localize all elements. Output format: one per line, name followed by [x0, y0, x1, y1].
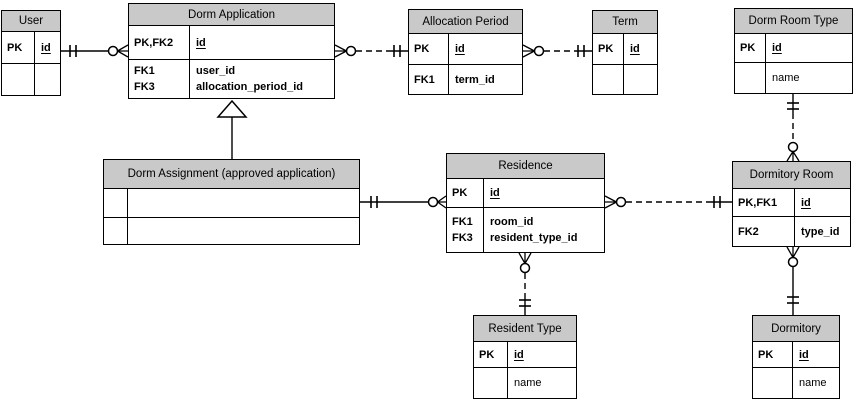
table-row [104, 189, 359, 218]
field-key: FK1 FK3 [129, 60, 190, 98]
field-key: FK1 [409, 65, 449, 94]
field-name: id [490, 187, 500, 199]
relationship-user-dorm-application [61, 44, 129, 58]
entity-title: Resident Type [474, 316, 576, 342]
table-row [2, 64, 60, 95]
table-row: PK id [474, 342, 576, 368]
relationship-subtype-dorm-assignment-dorm-application [216, 99, 248, 159]
entity-title: Residence [447, 154, 604, 179]
field-key: PK [409, 34, 449, 64]
field-name: name [772, 72, 800, 84]
table-row [104, 218, 359, 244]
table-row: FK1 FK3 room_id resident_type_id [447, 208, 604, 252]
field-key: PK [474, 342, 508, 367]
field-name: type_id [801, 225, 840, 238]
entity-title: Allocation Period [409, 10, 522, 34]
relationship-allocation-period-term [522, 44, 592, 58]
field-name: id [41, 41, 51, 54]
relationship-residence-resident-type [518, 252, 532, 315]
field-name: room_id resident_type_id [490, 216, 578, 244]
relationship-dorm-room-type-dormitory-room [786, 94, 800, 162]
table-row: PK id [2, 32, 60, 64]
entity-title: Dormitory Room [733, 162, 850, 189]
table-row: PK id [593, 34, 657, 65]
table-row: name [735, 63, 852, 93]
field-name [128, 218, 359, 244]
field-key: FK2 [733, 217, 795, 246]
entity-dorm-assignment[interactable]: Dorm Assignment (approved application) [103, 159, 360, 245]
field-name: id [455, 43, 465, 55]
table-row: PK id [447, 179, 604, 208]
entity-resident-type[interactable]: Resident Type PK id name [473, 315, 577, 399]
field-name: term_id [455, 73, 495, 86]
field-name [624, 65, 657, 94]
table-row: FK1 term_id [409, 65, 522, 94]
field-key: PK [2, 32, 35, 63]
field-key [2, 64, 35, 95]
table-row: PK,FK1 id [733, 189, 850, 217]
entity-title: Term [593, 11, 657, 34]
field-name: user_id allocation_period_id [196, 65, 303, 93]
entity-dormitory[interactable]: Dormitory PK id name [752, 315, 840, 399]
field-name: id [630, 43, 640, 55]
table-row [593, 65, 657, 94]
field-name: id [799, 348, 809, 361]
entity-dorm-application[interactable]: Dorm Application PK,FK2 id FK1 FK3 user_… [128, 3, 335, 99]
entity-allocation-period[interactable]: Allocation Period PK id FK1 term_id [408, 9, 523, 95]
field-key [474, 368, 508, 398]
entity-dormitory-room[interactable]: Dormitory Room PK,FK1 id FK2 type_id [732, 161, 851, 247]
field-key: PK [593, 34, 624, 64]
table-row: PK id [409, 34, 522, 65]
field-name [35, 64, 60, 95]
field-key [735, 63, 766, 93]
table-row: name [753, 368, 839, 398]
field-key: PK,FK2 [129, 26, 190, 59]
table-row: FK1 FK3 user_id allocation_period_id [129, 60, 334, 98]
entity-title: Dorm Application [129, 4, 334, 26]
entity-title: User [2, 11, 60, 32]
table-row: PK id [735, 34, 852, 63]
field-key [753, 368, 793, 398]
field-key [104, 218, 128, 244]
table-row: PK,FK2 id [129, 26, 334, 60]
entity-residence[interactable]: Residence PK id FK1 FK3 room_id resident… [446, 153, 605, 253]
entity-term[interactable]: Term PK id [592, 10, 658, 95]
field-name: id [801, 196, 811, 209]
relationship-dorm-application-allocation-period [334, 44, 408, 58]
field-name: id [514, 348, 524, 361]
field-name: id [196, 36, 206, 49]
field-name: id [772, 42, 782, 54]
relationship-residence-dormitory-room [604, 195, 732, 209]
field-key: FK1 FK3 [447, 208, 484, 252]
field-name [128, 189, 359, 217]
table-row: FK2 type_id [733, 217, 850, 246]
relationship-dorm-assignment-residence [360, 195, 447, 209]
relationship-dormitory-room-dormitory [786, 246, 800, 315]
entity-title: Dorm Room Type [735, 9, 852, 34]
field-key: PK [447, 179, 484, 207]
field-key [593, 65, 624, 94]
table-row: name [474, 368, 576, 398]
entity-title: Dormitory [753, 316, 839, 342]
entity-title: Dorm Assignment (approved application) [104, 160, 359, 189]
field-key [104, 189, 128, 217]
table-row: PK id [753, 342, 839, 368]
field-key: PK,FK1 [733, 189, 795, 216]
field-name: name [514, 377, 542, 389]
entity-dorm-room-type[interactable]: Dorm Room Type PK id name [734, 8, 853, 94]
entity-user[interactable]: User PK id [1, 10, 61, 96]
field-name: name [799, 377, 827, 389]
field-key: PK [753, 342, 793, 367]
field-key: PK [735, 34, 766, 62]
